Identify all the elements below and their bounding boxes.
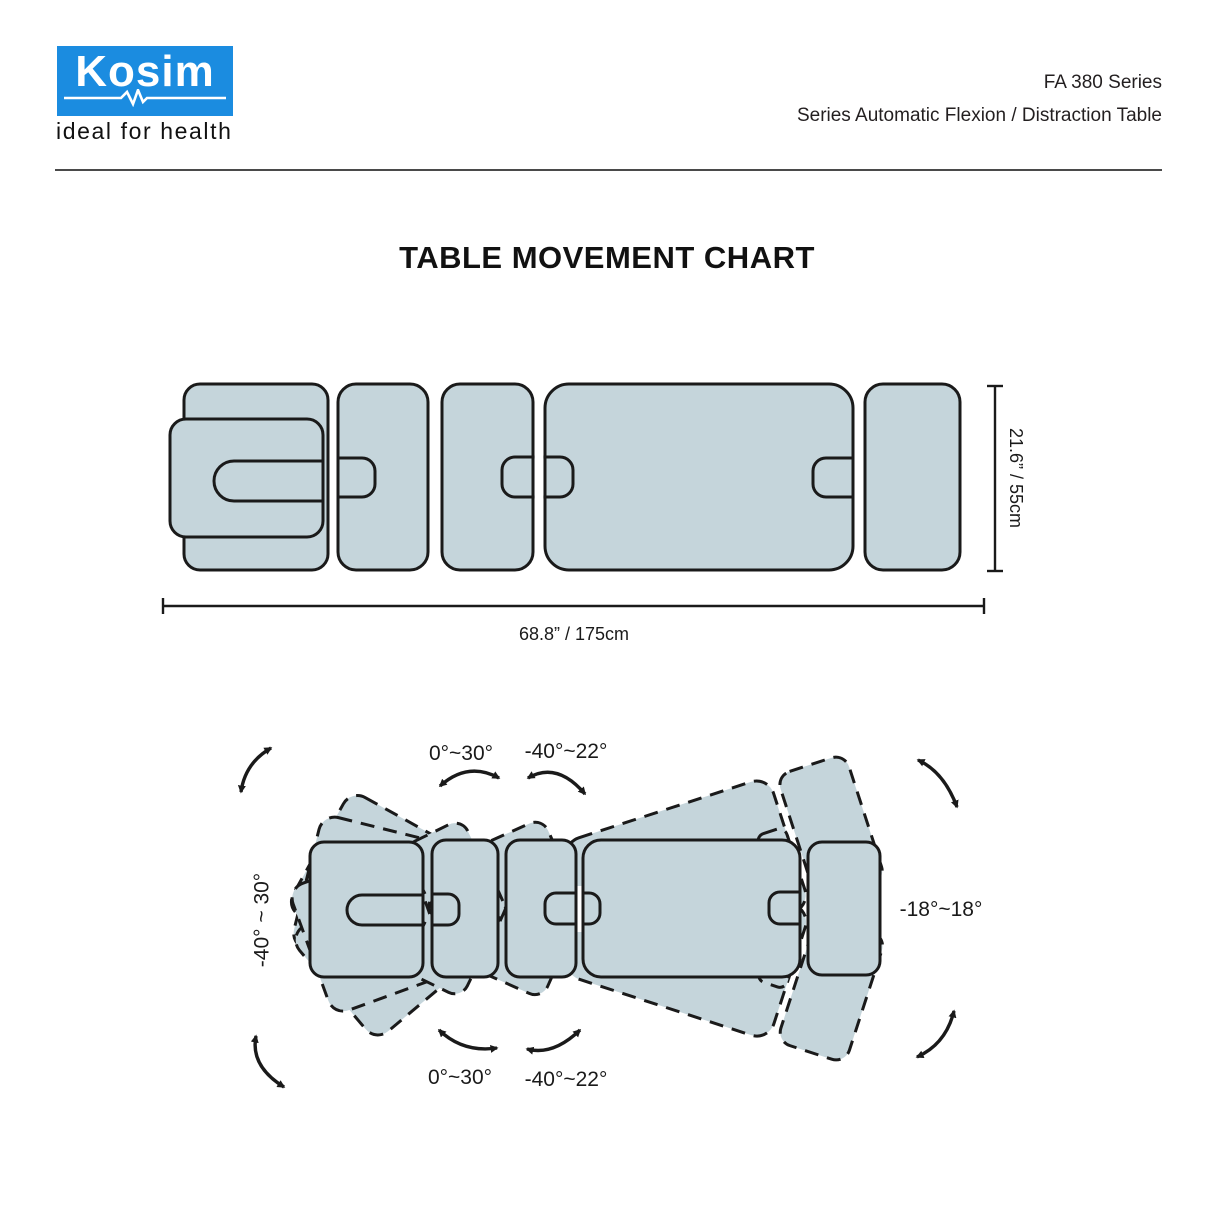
section-gap-bottom — [577, 886, 582, 932]
head-down-arrow — [250, 1034, 286, 1089]
length-dimension-label: 68.8” / 175cm — [519, 624, 629, 644]
thoracic-top-arrow — [438, 769, 501, 788]
flexion-bottom-1-label: 0°~30° — [428, 1066, 492, 1089]
head-section — [168, 417, 325, 539]
flexion-bottom-2-label: -40°~22° — [525, 1068, 608, 1091]
main-foot-tab — [811, 456, 853, 499]
header-divider — [55, 169, 1162, 171]
table-movement-view: -40° ~ 30° 0°~30° -40°~22° 0°~30° -40°~2… — [237, 740, 983, 1091]
main-section-bottom — [581, 838, 802, 979]
table-top-view: 21.6” / 55cm 68.8” / 175cm — [161, 382, 1026, 644]
width-dimension: 21.6” / 55cm — [987, 384, 1026, 573]
foot-section-bottom — [806, 840, 882, 977]
product-description: Series Automatic Flexion / Distraction T… — [796, 105, 1162, 126]
lateral-range-label: -18°~18° — [900, 898, 983, 921]
width-dimension-label: 21.6” / 55cm — [1006, 428, 1026, 528]
thoracic-tab — [338, 456, 377, 499]
length-dimension: 68.8” / 175cm — [161, 598, 986, 644]
thoracic-section-bottom — [430, 838, 500, 979]
thoracic-section — [336, 382, 430, 572]
thoracic-tab-bottom — [432, 892, 461, 927]
kosim-logo: Kosim — [57, 46, 233, 116]
foot-section — [863, 382, 962, 572]
face-cradle-slot — [212, 459, 323, 503]
lumbar-top-arrow — [526, 770, 587, 796]
lateral-up-arrow — [916, 758, 959, 809]
lateral-down-arrow — [915, 1009, 957, 1059]
main-foot-tab-bottom — [767, 890, 800, 926]
product-series: FA 380 Series — [1043, 72, 1162, 93]
logo-tagline: ideal for health — [56, 118, 233, 144]
table-movement-diagram: 21.6” / 55cm 68.8” / 175cm — [161, 382, 1026, 1091]
head-up-arrow — [237, 746, 273, 794]
heartbeat-pulse-icon — [64, 89, 226, 107]
face-cradle-slot-bottom — [345, 893, 423, 927]
flexion-top-2-label: -40°~22° — [525, 740, 608, 763]
lumbar-main-connector-tab-bottom — [543, 891, 602, 926]
section-gap — [534, 450, 544, 504]
thoracic-bottom-arrow — [437, 1028, 499, 1053]
main-section — [543, 382, 855, 572]
flexion-top-1-label: 0°~30° — [429, 742, 493, 765]
chart-title: TABLE MOVEMENT CHART — [399, 240, 815, 275]
logo-brand-text: Kosim — [75, 47, 215, 96]
product-header: FA 380 Series Series Automatic Flexion /… — [797, 66, 1162, 132]
head-range-label: -40° ~ 30° — [251, 873, 274, 967]
head-section-bottom — [308, 840, 425, 979]
lumbar-bottom-arrow — [525, 1028, 582, 1055]
